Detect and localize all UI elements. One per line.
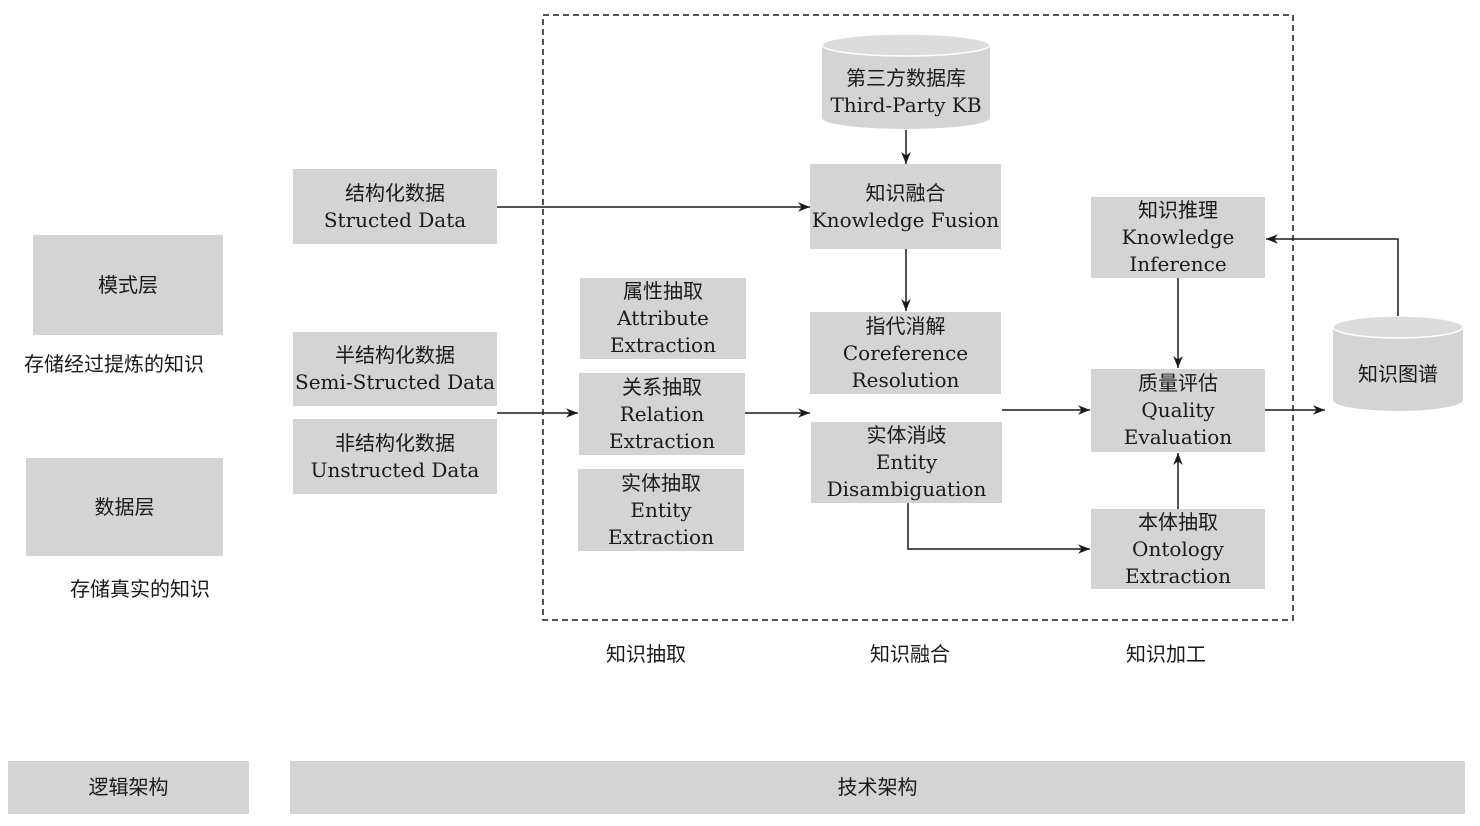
quality-evaluation-box: 质量评估 Quality Evaluation <box>1091 369 1265 452</box>
third-party-kb-cylinder <box>821 33 991 129</box>
knowledge-fusion-box: 知识融合 Knowledge Fusion <box>810 164 1001 249</box>
semi-structured-data-zh: 半结构化数据 <box>335 343 455 367</box>
schema-layer-box: 模式层 <box>33 235 223 335</box>
third-party-kb-en: Third-Party KB <box>830 93 982 117</box>
semi-structured-data-en: Semi-Structed Data <box>295 370 495 394</box>
knowledge-fusion-zh: 知识融合 <box>865 180 946 205</box>
ontology-extraction-box: 本体抽取 Ontology Extraction <box>1091 509 1265 589</box>
stage-label-fusion: 知识融合 <box>870 642 950 666</box>
entity-disambiguation-en1: Entity <box>875 450 938 474</box>
arrow-disambiguation-to-ontology <box>907 503 1090 554</box>
entity-extraction-en2: Extraction <box>608 524 714 549</box>
unstructured-data-en: Unstructed Data <box>310 457 480 482</box>
ontology-extraction-zh: 本体抽取 <box>1138 509 1218 534</box>
knowledge-fusion-en: Knowledge Fusion <box>811 207 1000 232</box>
relation-extraction-en2: Extraction <box>609 428 715 453</box>
entity-extraction-en1: Entity <box>630 497 692 522</box>
third-party-kb-label: 第三方数据库 Third-Party KB <box>822 60 990 124</box>
quality-evaluation-en2: Evaluation <box>1123 425 1233 449</box>
stage-label-extraction: 知识抽取 <box>606 642 686 666</box>
structured-data-zh: 结构化数据 <box>345 180 445 205</box>
logical-architecture-label: 逻辑架构 <box>88 775 169 799</box>
data-layer-box: 数据层 <box>26 458 223 556</box>
knowledge-inference-box: 知识推理 Knowledge Inference <box>1091 197 1265 278</box>
coreference-resolution-en1: Coreference <box>842 340 969 365</box>
quality-evaluation-zh: 质量评估 <box>1138 371 1218 395</box>
third-party-kb-zh: 第三方数据库 <box>846 66 966 90</box>
knowledge-inference-en1: Knowledge <box>1121 225 1235 249</box>
pipeline-dashed-frame <box>542 14 1294 621</box>
knowledge-graph-cylinder <box>1332 315 1464 411</box>
knowledge-graph-label: 知识图谱 <box>1333 342 1463 406</box>
relation-extraction-box: 关系抽取 Relation Extraction <box>579 373 745 455</box>
attribute-extraction-en1: Attribute <box>617 306 709 330</box>
semi-structured-data-box: 半结构化数据 Semi-Structed Data <box>293 332 497 406</box>
ontology-extraction-en1: Ontology <box>1132 536 1224 561</box>
attribute-extraction-zh: 属性抽取 <box>623 279 703 303</box>
coreference-resolution-zh: 指代消解 <box>865 313 946 338</box>
data-layer-title: 数据层 <box>94 494 155 519</box>
entity-disambiguation-box: 实体消歧 Entity Disambiguation <box>811 422 1002 503</box>
schema-layer-title: 模式层 <box>98 272 158 297</box>
structured-data-en: Structed Data <box>323 207 467 232</box>
technical-architecture-label: 技术架构 <box>837 775 918 799</box>
ontology-extraction-en2: Extraction <box>1125 563 1231 588</box>
entity-disambiguation-en2: Disambiguation <box>826 477 987 501</box>
logical-architecture-footer: 逻辑架构 <box>8 761 249 814</box>
knowledge-inference-zh: 知识推理 <box>1138 198 1218 222</box>
knowledge-inference-en2: Inference <box>1129 252 1227 276</box>
entity-disambiguation-zh: 实体消歧 <box>866 423 947 447</box>
coreference-resolution-box: 指代消解 Coreference Resolution <box>810 312 1001 394</box>
data-layer-desc: 存储真实的知识 <box>70 577 210 601</box>
quality-evaluation-en1: Quality <box>1141 398 1215 422</box>
relation-extraction-en1: Relation <box>619 401 705 426</box>
attribute-extraction-en2: Extraction <box>610 333 716 357</box>
unstructured-data-zh: 非结构化数据 <box>335 430 455 455</box>
structured-data-box: 结构化数据 Structed Data <box>293 169 497 244</box>
schema-layer-desc: 存储经过提炼的知识 <box>24 352 204 376</box>
relation-extraction-zh: 关系抽取 <box>622 374 702 399</box>
knowledge-graph-text: 知识图谱 <box>1358 361 1438 386</box>
stage-label-processing: 知识加工 <box>1126 642 1206 666</box>
unstructured-data-box: 非结构化数据 Unstructed Data <box>293 419 497 494</box>
arrow-kg-to-inference <box>1266 234 1399 316</box>
entity-extraction-box: 实体抽取 Entity Extraction <box>578 469 744 551</box>
attribute-extraction-box: 属性抽取 Attribute Extraction <box>580 278 746 359</box>
coreference-resolution-en2: Resolution <box>851 367 960 392</box>
entity-extraction-zh: 实体抽取 <box>621 470 701 495</box>
technical-architecture-footer: 技术架构 <box>290 761 1465 814</box>
